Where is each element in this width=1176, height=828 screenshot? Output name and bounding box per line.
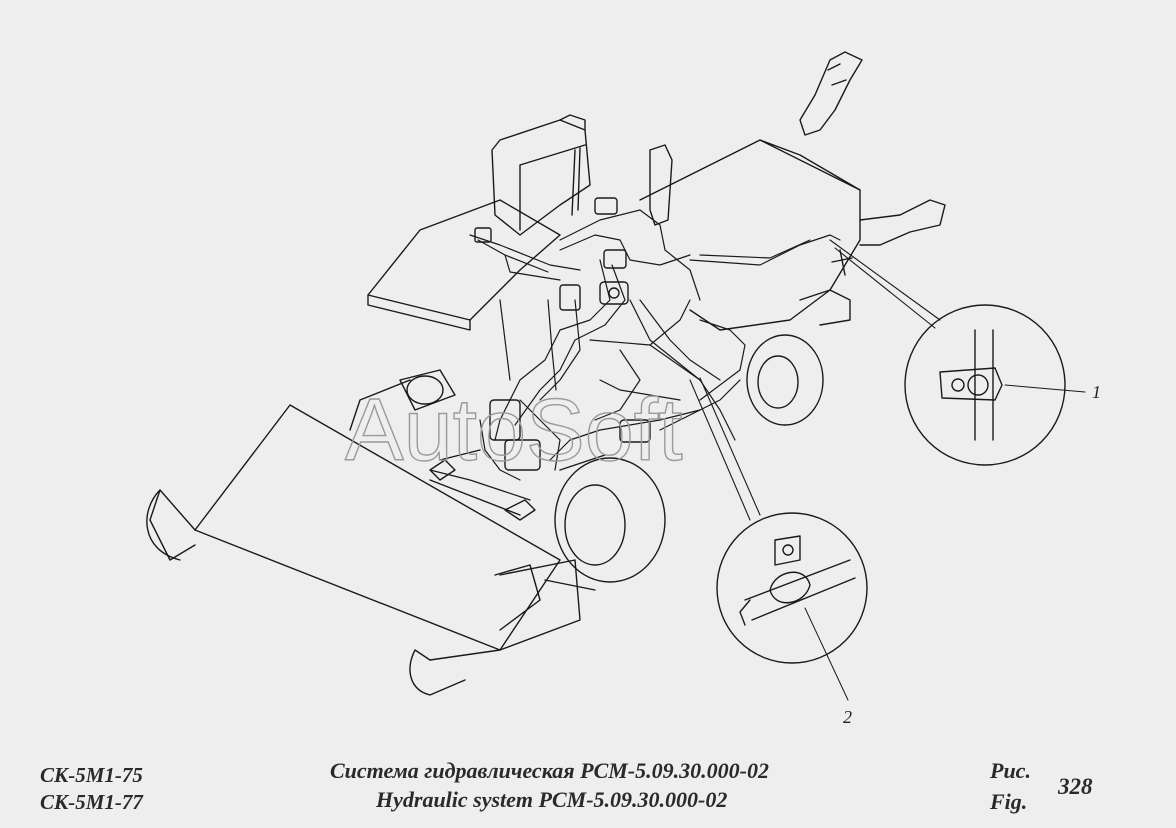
machine-body: [367, 139, 946, 331]
figure-title-ru: Система гидравлическая РСМ-5.09.30.000-0…: [330, 758, 769, 783]
figure-number: 328: [1058, 774, 1093, 799]
operator-cab: [491, 114, 673, 236]
callout-1-label: 1: [1092, 382, 1101, 402]
figure-title-en: Hydraulic system PCM-5.09.30.000-02: [376, 787, 728, 812]
front-wheel: [544, 454, 666, 591]
model-code-1: СК-5М1-75: [40, 763, 143, 787]
callout-2-label: 2: [843, 707, 852, 727]
detail-view-2: [716, 512, 868, 664]
rear-wheel: [746, 334, 824, 426]
leader-lines: [689, 239, 941, 521]
hydraulic-system-drawing: 1 2 AutoSoft: [146, 51, 1101, 727]
figure-label-ru: Рис.: [990, 758, 1031, 783]
figure-label-en: Fig.: [990, 789, 1028, 814]
header-assembly: [146, 369, 581, 696]
callout-leaders: [804, 384, 1086, 701]
watermark-text: AutoSoft: [345, 380, 683, 479]
detail-view-1: [904, 304, 1066, 466]
valve-blocks: [474, 197, 651, 471]
unloader-pipe: [799, 51, 863, 136]
model-code-2: СК-5М1-77: [40, 790, 143, 814]
